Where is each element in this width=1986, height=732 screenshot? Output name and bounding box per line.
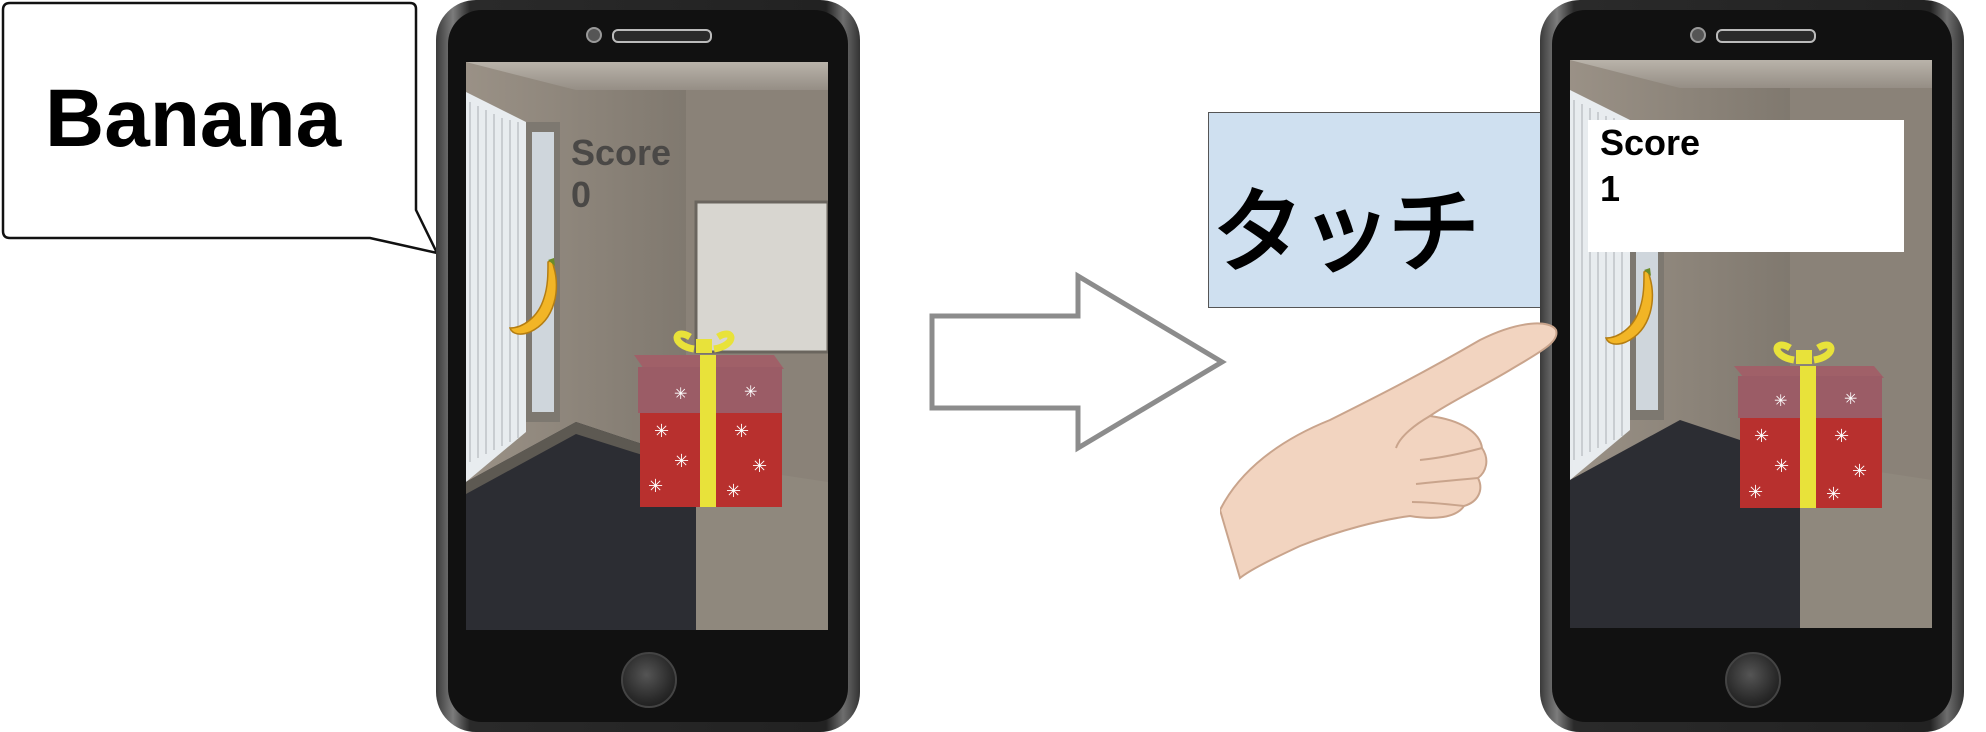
score-label: Score [571, 132, 672, 173]
bubble-word: Banana [45, 73, 342, 164]
svg-text:✳: ✳ [1844, 389, 1857, 408]
svg-text:✳: ✳ [752, 456, 767, 477]
touch-label: タッチ [1212, 182, 1480, 284]
banana-icon[interactable] [1604, 268, 1664, 358]
svg-text:✳: ✳ [648, 476, 663, 497]
score-value: 1 [1600, 168, 1621, 209]
banana-icon[interactable] [508, 258, 568, 348]
score-value: 0 [571, 174, 592, 215]
gift-box-icon[interactable]: ✳ ✳ ✳ ✳ ✳ ✳ ✳ ✳ [1734, 338, 1894, 508]
phone-screen[interactable]: Score 1 ✳ ✳ ✳ ✳ ✳ ✳ ✳ ✳ [1570, 60, 1932, 628]
phone-before: Score 0 ✳ ✳ ✳ ✳ ✳ ✳ ✳ ✳ [436, 0, 860, 732]
svg-text:✳: ✳ [734, 421, 749, 442]
svg-text:✳: ✳ [1774, 456, 1789, 477]
svg-text:✳: ✳ [1834, 426, 1849, 447]
svg-text:✳: ✳ [674, 384, 687, 403]
svg-text:✳: ✳ [1852, 461, 1867, 482]
svg-text:✳: ✳ [1826, 484, 1841, 505]
svg-text:✳: ✳ [1774, 391, 1787, 410]
front-camera [1690, 27, 1706, 43]
score-display: Score 0 [571, 132, 671, 216]
svg-text:✳: ✳ [674, 451, 689, 472]
gift-box-icon[interactable]: ✳ ✳ ✳ ✳ ✳ ✳ ✳ ✳ [634, 327, 794, 507]
svg-text:✳: ✳ [726, 481, 741, 502]
svg-text:✳: ✳ [1754, 426, 1769, 447]
front-camera [586, 27, 602, 43]
earpiece-speaker [1716, 29, 1816, 43]
touch-label-box [1208, 112, 1542, 308]
home-button[interactable] [621, 652, 677, 708]
score-display: Score 1 [1588, 120, 1904, 252]
earpiece-speaker [612, 29, 712, 43]
svg-text:✳: ✳ [744, 382, 757, 401]
home-button[interactable] [1725, 652, 1781, 708]
phone-after: Score 1 ✳ ✳ ✳ ✳ ✳ ✳ ✳ ✳ [1540, 0, 1964, 732]
speech-bubble [1, 1, 440, 255]
svg-text:✳: ✳ [654, 421, 669, 442]
right-arrow-icon [929, 271, 1227, 453]
room-scene [466, 62, 828, 630]
phone-screen[interactable]: Score 0 ✳ ✳ ✳ ✳ ✳ ✳ ✳ ✳ [466, 62, 828, 630]
svg-text:✳: ✳ [1748, 482, 1763, 503]
pointing-hand-icon [1220, 322, 1558, 580]
score-label: Score [1600, 122, 1701, 163]
